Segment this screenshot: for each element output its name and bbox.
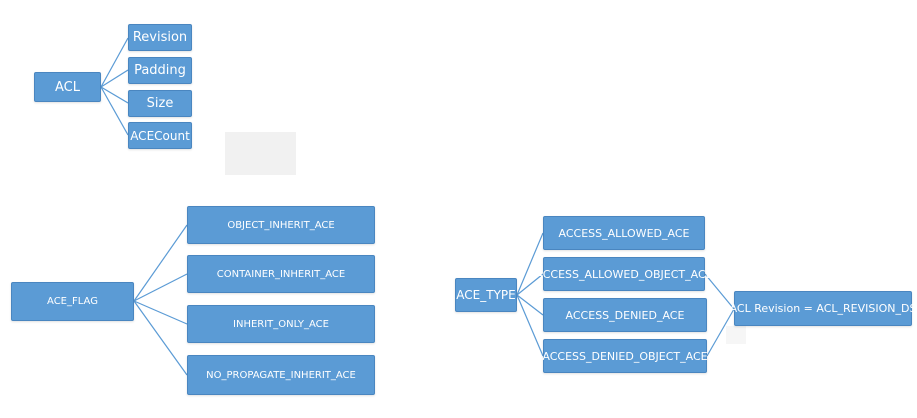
acl-node: ACL [34,72,101,102]
ace-flag-node: ACE_FLAG [11,282,134,321]
access-denied-object-ace-node: ACCESS_DENIED_OBJECT_ACE [542,339,708,373]
no-propagate-inherit-ace-node: NO_PROPAGATE_INHERIT_ACE [187,355,375,395]
container-inherit-ace-node: CONTAINER_INHERIT_ACE [187,255,375,293]
access-allowed-ace-node: ACCESS_ALLOWED_ACE [543,216,705,250]
inherit-only-ace-node: INHERIT_ONLY_ACE [187,305,375,343]
access-allowed-object-ace-node: ACCESS_ALLOWED_OBJECT_ACE [535,257,713,291]
padding-node: Padding [128,57,192,84]
access-denied-ace-node: ACCESS_DENIED_ACE [543,298,707,332]
revision-node: Revision [128,24,192,51]
acl-revision-ds-node: ACL Revision = ACL_REVISION_DS [730,291,916,326]
object-inherit-ace-node: OBJECT_INHERIT_ACE [187,206,375,244]
blank-area [726,326,746,344]
size-node: Size [128,90,192,117]
acecount-node: ACECount [128,122,192,149]
blank-area [225,132,296,175]
ace-type-node: ACE_TYPE [455,278,517,312]
